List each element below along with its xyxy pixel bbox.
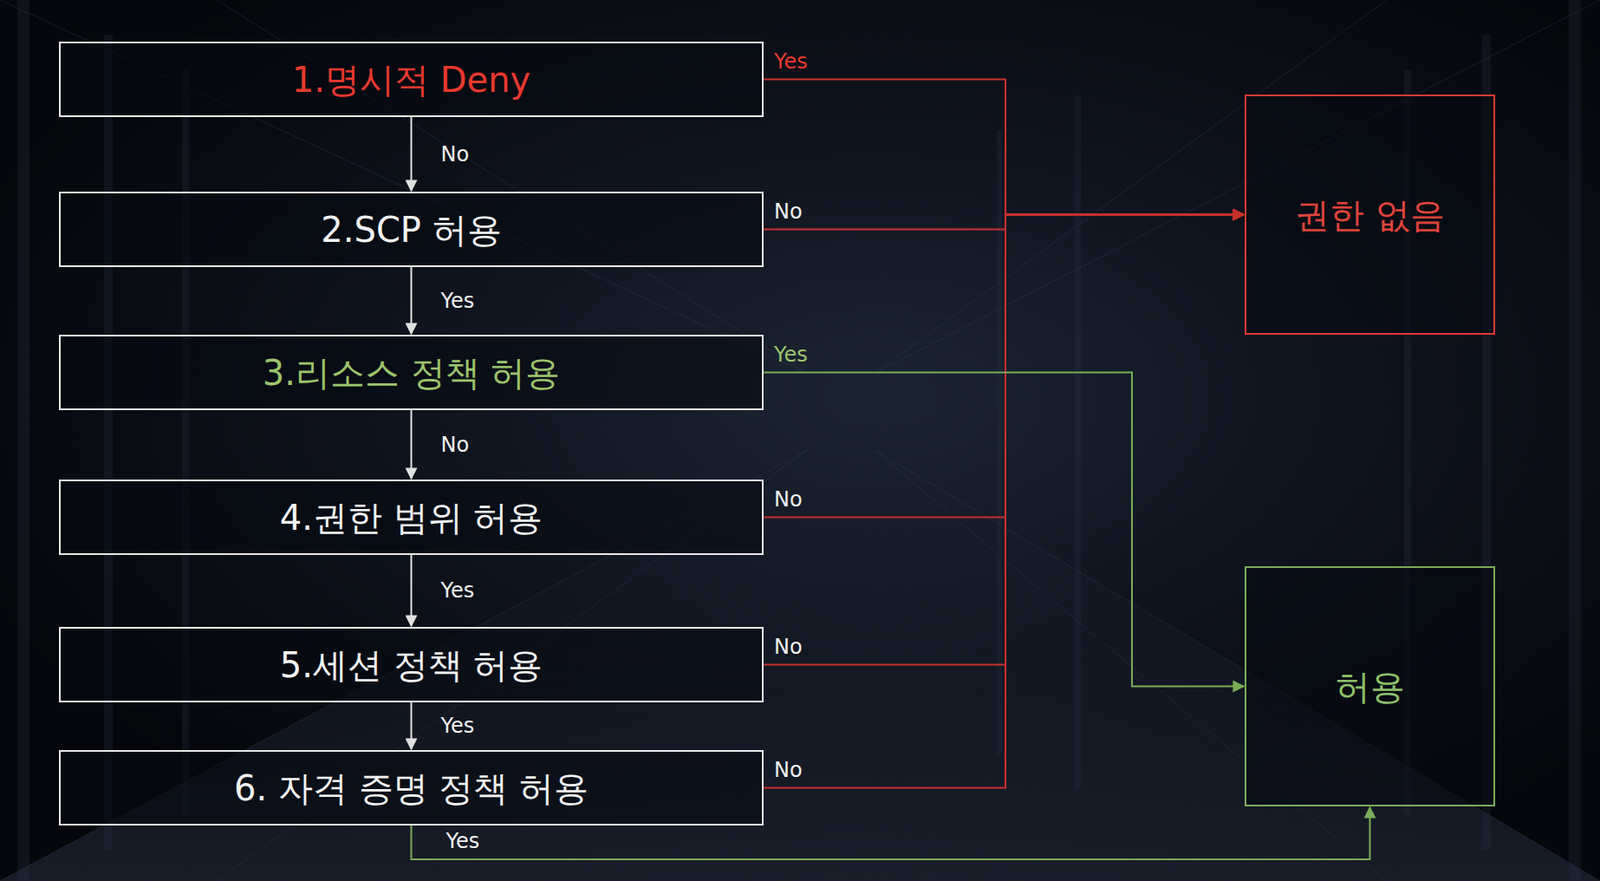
edge-label: Yes — [441, 578, 475, 604]
node-text: 5.세션 정책 허용 — [279, 643, 544, 686]
flow-connector — [410, 266, 413, 334]
flow-connector — [410, 409, 413, 479]
node-text: 허용 — [1335, 665, 1405, 708]
identity-policy-box: 6. 자격 증명 정책 허용 — [58, 749, 764, 826]
edge-label: Yes — [441, 713, 475, 739]
flow-connector — [763, 214, 1244, 518]
edge-label: Yes — [441, 288, 475, 314]
flow-connector — [763, 79, 1244, 215]
node-text: 권한 없음 — [1294, 194, 1445, 236]
edge-label: Yes — [773, 49, 808, 75]
flow-connector — [763, 214, 1244, 665]
session-policy-box: 5.세션 정책 허용 — [58, 626, 764, 703]
node-text: 2.SCP 허용 — [320, 208, 501, 251]
node-text: 6. 자격 증명 정책 허용 — [234, 767, 589, 809]
flow-connector — [410, 117, 413, 191]
scp-check-box: 2.SCP 허용 — [58, 191, 764, 267]
flow-connector — [410, 702, 413, 749]
flow-connector — [763, 214, 1244, 230]
node-text: 4.권한 범위 허용 — [279, 496, 544, 539]
flow-connector — [763, 372, 1244, 687]
flow-connector — [763, 214, 1244, 788]
edge-label: No — [773, 199, 803, 225]
edge-label: No — [441, 432, 470, 458]
deny-result-box: 권한 없음 — [1244, 94, 1496, 335]
edge-label: Yes — [446, 828, 481, 854]
edge-label: No — [773, 634, 803, 660]
resource-policy-box: 3.리소스 정책 허용 — [58, 334, 764, 410]
edge-label: Yes — [773, 342, 808, 368]
edge-label: No — [773, 757, 803, 783]
edge-label: No — [441, 142, 470, 168]
corridor-floor — [0, 450, 1600, 881]
flow-connector — [410, 554, 413, 626]
node-text: 1.명시적 Deny — [292, 58, 531, 101]
deny-check-box: 1.명시적 Deny — [58, 41, 764, 118]
allow-result-box: 허용 — [1244, 565, 1496, 807]
node-text: 3.리소스 정책 허용 — [262, 351, 561, 394]
boundary-check-box: 4.권한 범위 허용 — [58, 479, 764, 555]
edge-label: No — [773, 487, 803, 513]
